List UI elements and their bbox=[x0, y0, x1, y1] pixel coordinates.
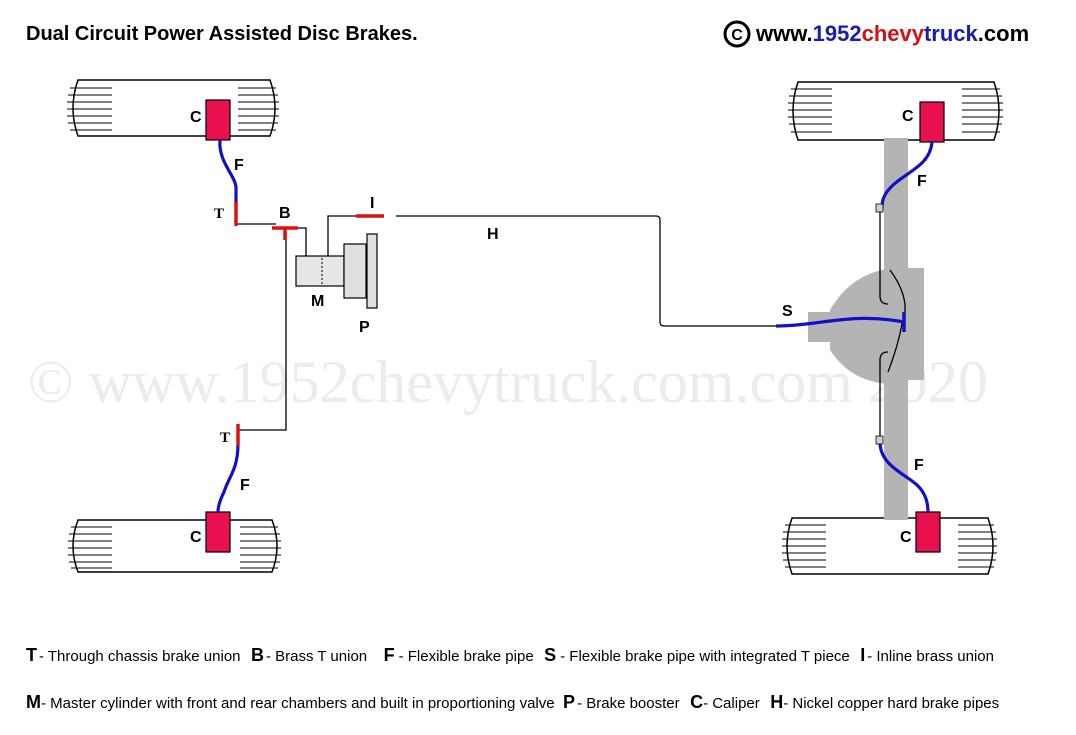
legend-key-p: P bbox=[563, 692, 575, 712]
caliper-lower-left bbox=[205, 511, 231, 553]
svg-text:www.1952chevytruck.com: www.1952chevytruck.com bbox=[755, 21, 1029, 46]
legend-text-m: - Master cylinder with front and rear ch… bbox=[41, 695, 555, 712]
legend-text-f: - Flexible brake pipe bbox=[399, 648, 534, 665]
url-truck: truck bbox=[924, 21, 979, 46]
brake-booster bbox=[343, 233, 378, 309]
legend-key-s: S bbox=[544, 645, 556, 665]
legend-key-b: B bbox=[251, 645, 264, 665]
caliper-lower-right bbox=[915, 511, 941, 553]
label-flex-fl: F bbox=[234, 157, 244, 174]
legend-text-h: - Nickel copper hard brake pipes bbox=[783, 695, 999, 712]
legend-key-c: C bbox=[690, 692, 703, 712]
label-inline-union: I bbox=[370, 195, 374, 212]
label-union-t-lower: T bbox=[220, 430, 230, 446]
label-hard-pipe: H bbox=[487, 226, 499, 243]
label-brass-t: B bbox=[279, 205, 291, 222]
label-flex-rl: F bbox=[240, 477, 250, 494]
label-booster: P bbox=[359, 319, 370, 336]
legend: T- Through chassis brake union B- Brass … bbox=[26, 645, 999, 712]
caliper-upper-right bbox=[919, 101, 945, 143]
legend-row-2: M- Master cylinder with front and rear c… bbox=[26, 692, 999, 712]
url-number: 1952 bbox=[813, 21, 862, 46]
url-suffix: .com bbox=[978, 21, 1029, 46]
legend-key-h: H bbox=[770, 692, 783, 712]
wheel-front-left bbox=[67, 79, 279, 137]
label-caliper-rr: C bbox=[900, 529, 912, 546]
wheel-upper-right bbox=[788, 81, 1003, 141]
master-cylinder bbox=[295, 255, 345, 287]
copyright-notice: C www.1952chevytruck.com bbox=[723, 20, 1029, 48]
legend-text-s: - Flexible brake pipe with integrated T … bbox=[560, 648, 850, 665]
legend-key-i: I bbox=[860, 645, 865, 665]
legend-text-t: - Through chassis brake union bbox=[39, 648, 241, 665]
flex-pipes bbox=[216, 139, 934, 513]
label-master: M bbox=[311, 293, 324, 310]
label-caliper-rl: C bbox=[190, 529, 202, 546]
wheel-lower-left bbox=[68, 519, 281, 573]
legend-text-c: - Caliper bbox=[703, 695, 760, 712]
brass-t-union bbox=[272, 226, 298, 240]
hard-pipes bbox=[236, 208, 906, 438]
page-title: Dual Circuit Power Assisted Disc Brakes. bbox=[26, 23, 418, 45]
copyright-symbol-letter: C bbox=[731, 27, 743, 44]
legend-key-m: M bbox=[26, 692, 41, 712]
watermark: © www.1952chevytruck.com.com 2020 bbox=[28, 349, 988, 415]
label-caliper-fl: C bbox=[190, 109, 202, 126]
copyright-icon bbox=[723, 20, 751, 48]
legend-key-t: T bbox=[26, 645, 37, 665]
legend-text-p: - Brake booster bbox=[577, 695, 680, 712]
label-flex-fr: F bbox=[917, 173, 927, 190]
wheel-lower-right bbox=[782, 517, 997, 575]
legend-key-f: F bbox=[384, 645, 395, 665]
url-chevy: chevy bbox=[862, 21, 925, 46]
legend-text-i: - Inline brass union bbox=[867, 648, 994, 665]
url-prefix: www. bbox=[755, 21, 813, 46]
label-caliper-fr: C bbox=[902, 108, 914, 125]
label-union-t-upper: T bbox=[214, 206, 224, 222]
caliper-front-left bbox=[205, 99, 231, 141]
rear-axle-housing bbox=[808, 138, 924, 520]
legend-text-b: - Brass T union bbox=[266, 648, 367, 665]
legend-row-1: T- Through chassis brake union B- Brass … bbox=[26, 645, 994, 665]
label-flex-rr: F bbox=[914, 457, 924, 474]
label-flex-s: S bbox=[782, 303, 793, 320]
